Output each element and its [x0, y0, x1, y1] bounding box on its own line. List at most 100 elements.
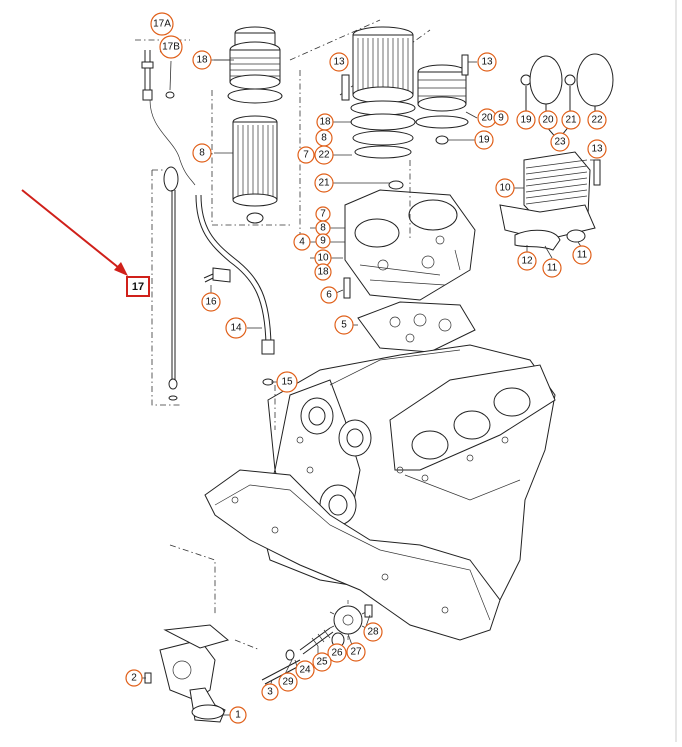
callout-9[interactable]: 9 [315, 233, 331, 249]
callout-7[interactable]: 7 [315, 206, 331, 222]
oil-pump [144, 544, 373, 723]
callout-1[interactable]: 1 [229, 706, 247, 724]
svg-text:21: 21 [565, 115, 577, 126]
svg-text:13: 13 [481, 57, 493, 68]
callout-9[interactable]: 9 [493, 110, 509, 126]
svg-text:18: 18 [317, 267, 329, 278]
callout-19[interactable]: 19 [474, 130, 494, 150]
callout-2[interactable]: 2 [125, 669, 143, 687]
svg-text:21: 21 [318, 178, 330, 189]
svg-text:9: 9 [498, 113, 504, 124]
highlight-arrow [21, 189, 128, 276]
callout-23[interactable]: 23 [550, 132, 570, 152]
callout-27[interactable]: 27 [346, 642, 366, 662]
callout-22[interactable]: 22 [587, 110, 607, 130]
svg-text:16: 16 [205, 297, 217, 308]
svg-text:19: 19 [520, 115, 532, 126]
svg-text:7: 7 [320, 209, 326, 220]
svg-text:26: 26 [331, 648, 343, 659]
svg-text:22: 22 [318, 150, 330, 161]
svg-text:17B: 17B [162, 42, 180, 53]
svg-text:10: 10 [317, 253, 329, 264]
svg-text:3: 3 [267, 687, 273, 698]
svg-text:19: 19 [478, 135, 490, 146]
callout-12[interactable]: 12 [517, 251, 537, 271]
oil-cooler [499, 53, 614, 251]
highlighted-part-label[interactable]: 17 [126, 276, 150, 297]
callout-16[interactable]: 16 [201, 292, 221, 312]
svg-text:1: 1 [235, 710, 241, 721]
dipstick-group [135, 39, 196, 406]
callout-11[interactable]: 11 [572, 245, 592, 265]
svg-text:27: 27 [350, 647, 362, 658]
callout-17b[interactable]: 17B [159, 35, 183, 59]
callout-18[interactable]: 18 [316, 113, 334, 131]
callout-13[interactable]: 13 [329, 52, 349, 72]
svg-text:15: 15 [281, 377, 293, 388]
svg-text:17A: 17A [153, 19, 171, 30]
callout-6[interactable]: 6 [320, 286, 338, 304]
svg-text:11: 11 [547, 263, 558, 274]
callout-14[interactable]: 14 [225, 317, 247, 339]
svg-text:20: 20 [481, 113, 493, 124]
callout-18[interactable]: 18 [192, 50, 212, 70]
svg-text:9: 9 [320, 236, 326, 247]
callout-5[interactable]: 5 [334, 315, 354, 335]
oil-return-pipe [195, 194, 275, 386]
callout-21[interactable]: 21 [314, 173, 334, 193]
svg-text:23: 23 [554, 137, 566, 148]
callout-8[interactable]: 8 [315, 220, 331, 236]
callout-22[interactable]: 22 [314, 145, 334, 165]
oil-filter-assembly [211, 19, 381, 226]
svg-text:18: 18 [319, 117, 331, 128]
callout-21[interactable]: 21 [561, 110, 581, 130]
svg-text:2: 2 [131, 673, 137, 684]
svg-text:6: 6 [326, 290, 332, 301]
callout-20[interactable]: 20 [538, 110, 558, 130]
callout-7[interactable]: 7 [297, 146, 315, 164]
callout-28[interactable]: 28 [363, 622, 383, 642]
svg-text:28: 28 [367, 627, 379, 638]
svg-text:11: 11 [577, 250, 588, 261]
svg-text:10: 10 [499, 183, 511, 194]
callout-24[interactable]: 24 [295, 660, 315, 680]
callout-18[interactable]: 18 [314, 263, 332, 281]
callout-19[interactable]: 19 [516, 110, 536, 130]
svg-text:25: 25 [316, 657, 328, 668]
svg-text:22: 22 [591, 115, 603, 126]
callout-13[interactable]: 13 [477, 52, 497, 72]
callout-8[interactable]: 8 [315, 129, 333, 147]
callout-4[interactable]: 4 [293, 233, 311, 251]
callout-10[interactable]: 10 [495, 178, 515, 198]
svg-text:13: 13 [591, 144, 603, 155]
svg-text:13: 13 [333, 57, 345, 68]
svg-text:8: 8 [199, 148, 205, 159]
callout-17a[interactable]: 17A [150, 12, 174, 36]
svg-text:4: 4 [299, 237, 305, 248]
callouts: 17A 17B 18 8 16 14 15 13 18 8 7 22 21 7 … [125, 12, 607, 724]
svg-text:14: 14 [230, 323, 242, 334]
oil-filter-module [299, 26, 476, 353]
svg-text:24: 24 [299, 665, 311, 676]
svg-text:12: 12 [521, 256, 533, 267]
svg-text:8: 8 [320, 223, 326, 234]
svg-text:8: 8 [321, 133, 327, 144]
svg-text:29: 29 [282, 677, 294, 688]
callout-8[interactable]: 8 [192, 143, 212, 163]
callout-29[interactable]: 29 [278, 672, 298, 692]
svg-text:18: 18 [196, 55, 208, 66]
callout-26[interactable]: 26 [327, 643, 347, 663]
svg-text:5: 5 [341, 320, 347, 331]
callout-20[interactable]: 20 [477, 108, 497, 128]
callout-15[interactable]: 15 [276, 371, 298, 393]
callout-13[interactable]: 13 [587, 139, 607, 159]
svg-text:17: 17 [132, 281, 144, 293]
svg-text:7: 7 [303, 150, 309, 161]
svg-text:20: 20 [542, 115, 554, 126]
callout-25[interactable]: 25 [312, 652, 332, 672]
callout-11[interactable]: 11 [542, 258, 562, 278]
engine-block [204, 344, 556, 641]
callout-3[interactable]: 3 [261, 683, 279, 701]
